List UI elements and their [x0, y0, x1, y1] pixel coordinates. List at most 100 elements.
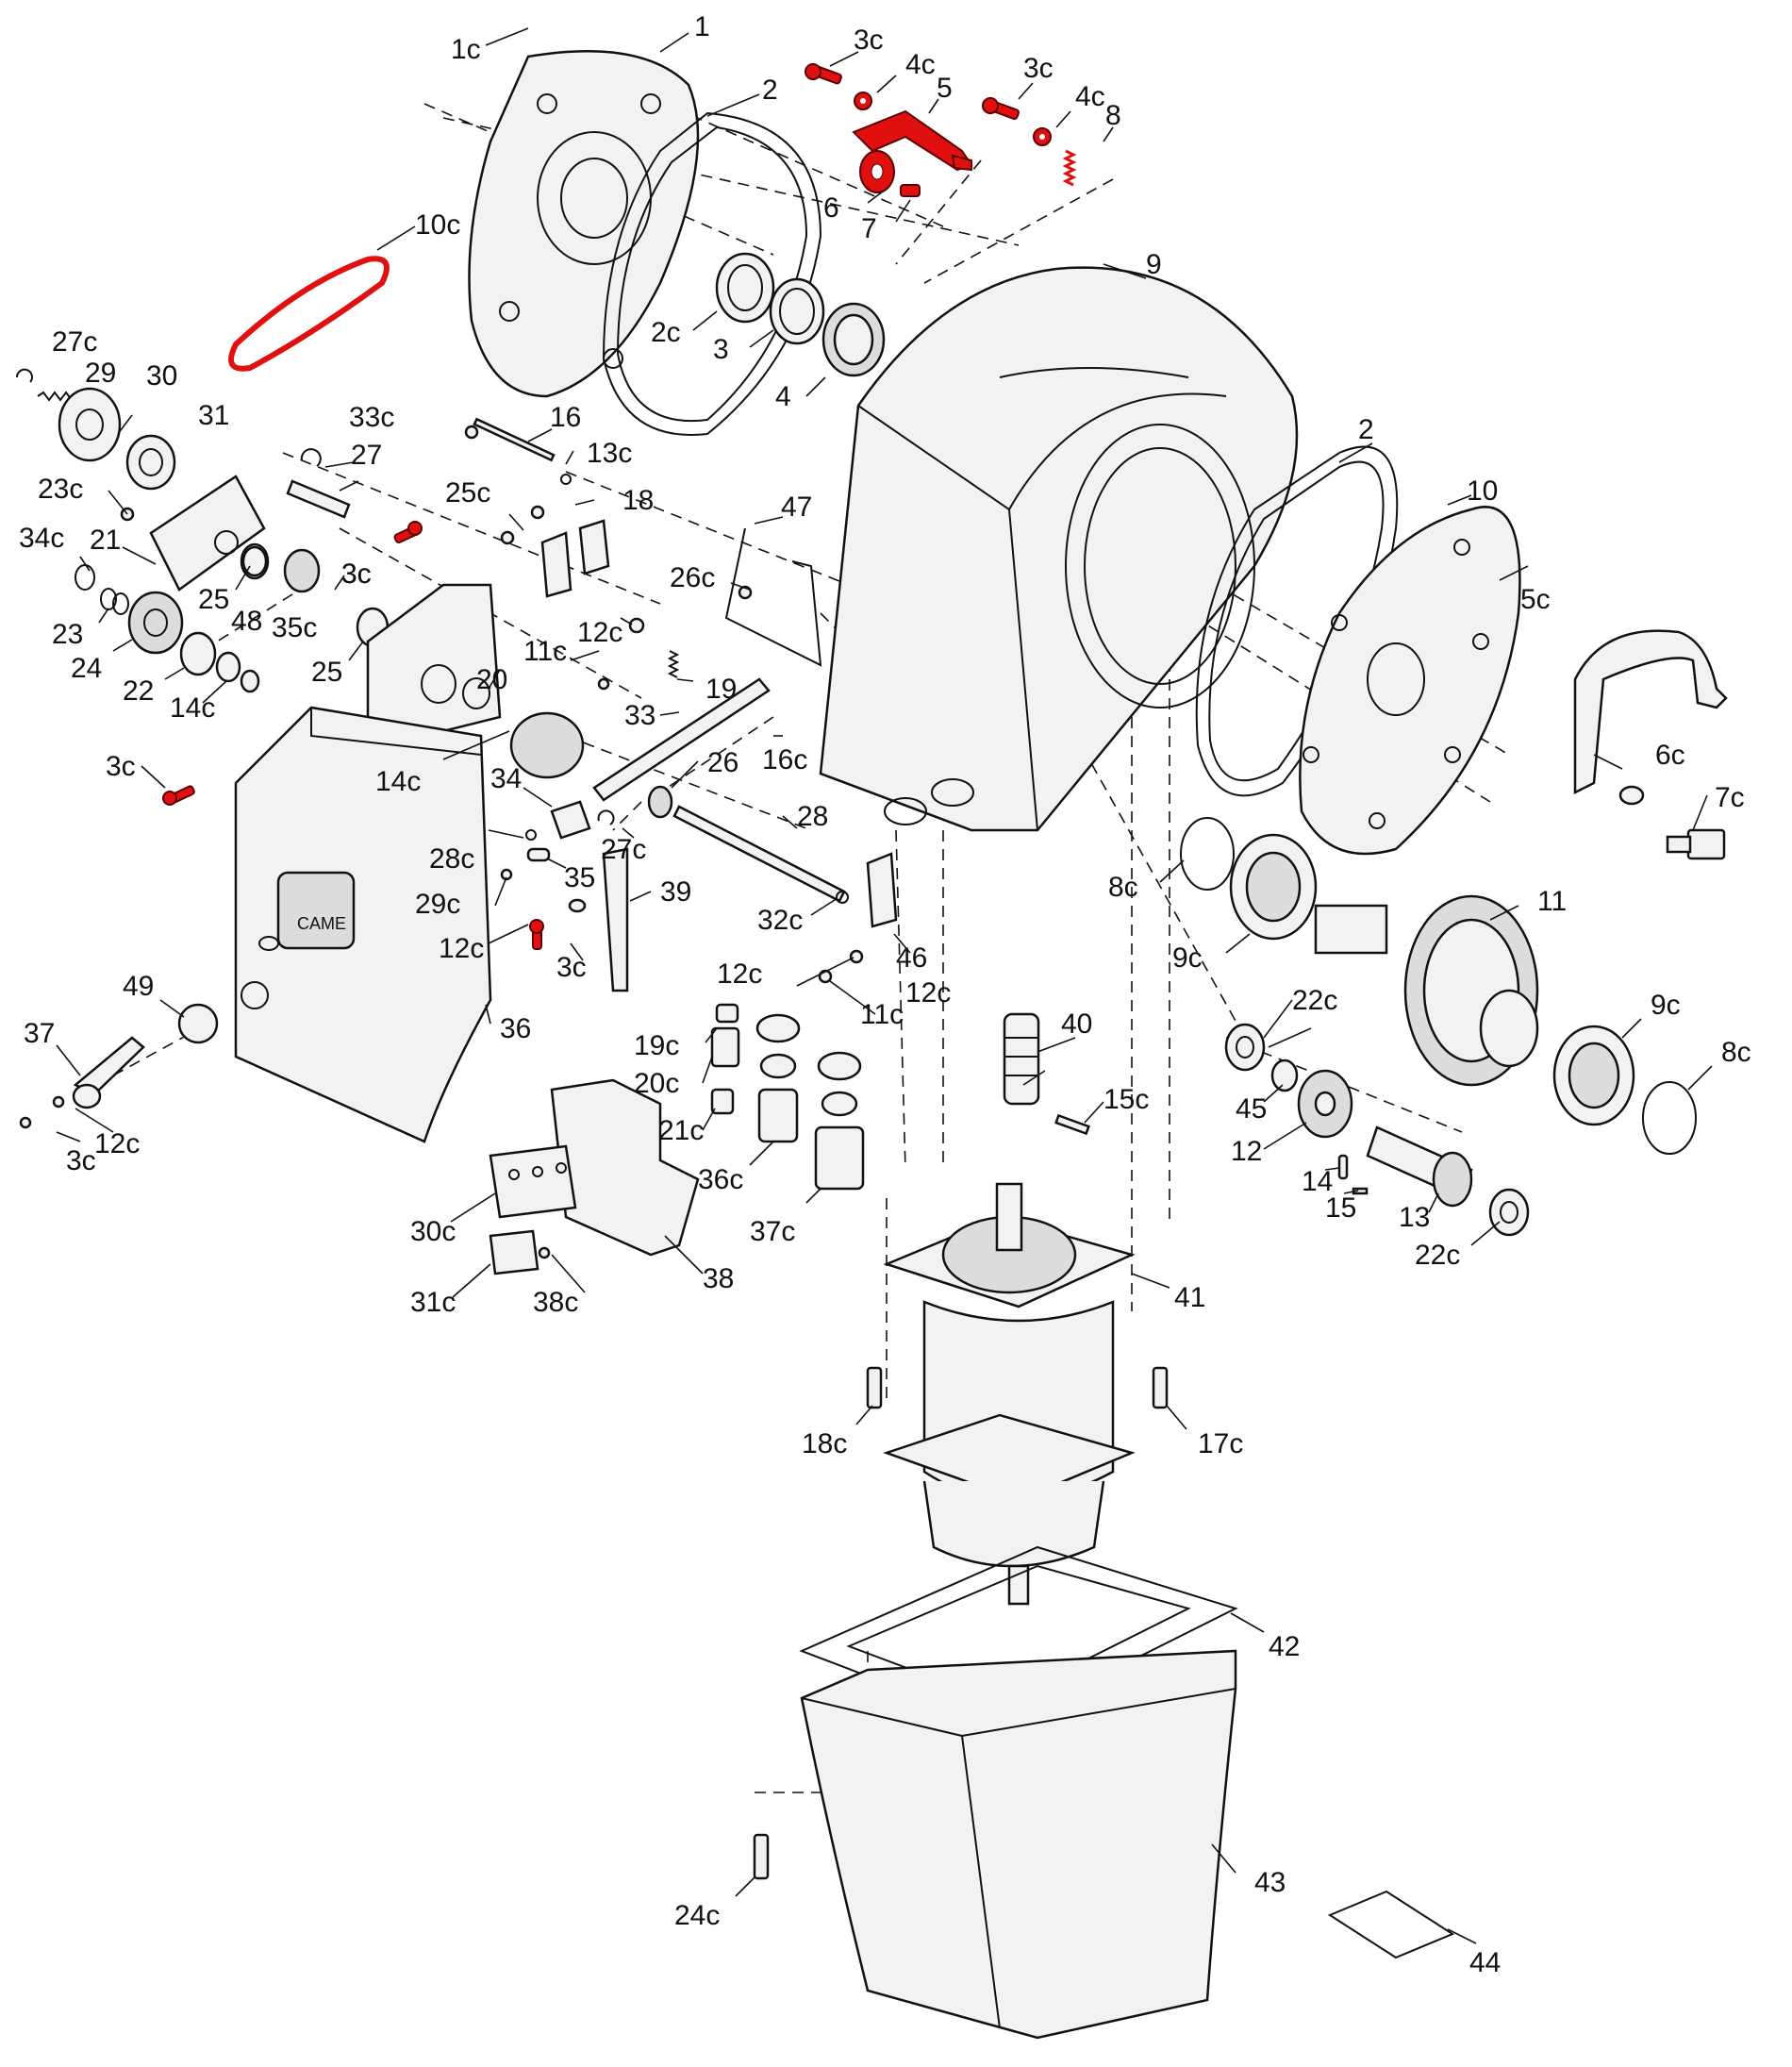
label-5c: 5c — [1520, 584, 1551, 615]
side-cover-plate — [1299, 506, 1521, 856]
label-12: 12 — [1231, 1136, 1262, 1167]
label-23: 23 — [52, 619, 83, 650]
bracket-46 — [866, 852, 898, 928]
bearing-22c-lower — [1488, 1188, 1530, 1237]
bracket-18 — [578, 519, 610, 575]
label-3c-g: 3c — [66, 1145, 96, 1176]
ring-32c — [836, 891, 849, 904]
red-washer-4c-right — [1033, 127, 1052, 146]
coupling-40 — [1003, 1012, 1040, 1106]
gear-35c — [283, 548, 321, 593]
label-3c-e: 3c — [106, 751, 136, 782]
screw-38c — [538, 1246, 551, 1259]
label-23c: 23c — [38, 474, 83, 505]
label-12c-e: 12c — [94, 1128, 140, 1159]
label-49: 49 — [123, 971, 154, 1002]
gear-26 — [647, 785, 673, 819]
label-9: 9 — [1146, 249, 1162, 280]
label-14c-a: 14c — [170, 692, 215, 724]
pin-16 — [464, 417, 556, 462]
label-14c-b: 14c — [375, 766, 421, 797]
pin-35 — [526, 847, 551, 862]
label-31c: 31c — [410, 1287, 456, 1318]
label-37: 37 — [24, 1018, 55, 1049]
bushing-31 — [125, 434, 176, 491]
ring-spacer — [769, 277, 825, 345]
screw-3c-bottom-left — [19, 1116, 32, 1129]
label-21c: 21c — [658, 1115, 704, 1146]
lever-34 — [550, 800, 591, 840]
label-19c: 19c — [634, 1030, 679, 1061]
base-column-43 — [800, 1649, 1237, 2040]
o-ring-8c-right — [1642, 1081, 1697, 1155]
limit-lever-39 — [602, 847, 629, 992]
ring-28c — [525, 829, 537, 841]
springs-23 — [100, 588, 129, 615]
shaft-27 — [286, 479, 351, 519]
washer-6c — [1618, 785, 1645, 806]
label-25-a: 25 — [198, 584, 229, 615]
ring-13c — [560, 474, 572, 485]
terminal-bracket-38 — [550, 1078, 700, 1257]
label-16: 16 — [550, 402, 581, 433]
label-12c-c: 12c — [717, 958, 762, 990]
label-35c: 35c — [272, 612, 317, 643]
gland-19c — [715, 1003, 739, 1024]
label-31: 31 — [198, 400, 229, 431]
label-10: 10 — [1467, 475, 1498, 507]
red-screw-3c-mid — [393, 521, 423, 544]
spring-29 — [37, 391, 73, 402]
label-20c: 20c — [634, 1068, 679, 1099]
bracket-17 — [540, 531, 572, 598]
red-belt-10c — [228, 256, 390, 372]
label-3c-d: 3c — [341, 558, 372, 590]
label-36: 36 — [500, 1013, 531, 1044]
label-24: 24 — [71, 653, 102, 684]
label-25c: 25c — [445, 477, 490, 508]
label-39: 39 — [660, 876, 691, 908]
motor-41 — [883, 1182, 1136, 1606]
red-screw-3c-top-left — [805, 63, 842, 85]
label-38: 38 — [703, 1263, 734, 1294]
label-30: 30 — [146, 360, 177, 392]
gland-21c — [710, 1088, 735, 1115]
circlip-27c-mid — [597, 809, 615, 825]
nut-12c-lower — [849, 949, 864, 964]
bearing-9c-left — [1229, 833, 1318, 941]
gearbox-20 — [366, 583, 502, 738]
label-26c: 26c — [670, 562, 715, 593]
label-4c-a: 4c — [905, 49, 936, 80]
label-8c-a: 8c — [1108, 872, 1138, 903]
label-27-a: 27 — [351, 440, 382, 471]
label-13: 13 — [1399, 1202, 1430, 1233]
label-3c-b: 3c — [1023, 53, 1054, 84]
label-11c-a: 11c — [523, 636, 567, 667]
label-33: 33 — [624, 700, 655, 731]
main-housing — [819, 266, 1299, 832]
label-29c: 29c — [415, 889, 460, 920]
terminal-block-30c — [489, 1144, 577, 1219]
red-pulley-6 — [859, 150, 895, 193]
cam-30 — [58, 387, 122, 462]
key-14 — [1337, 1154, 1349, 1180]
label-9c-a: 9c — [1172, 942, 1203, 974]
label-40: 40 — [1061, 1008, 1092, 1040]
spring-19 — [667, 650, 680, 678]
label-18c: 18c — [802, 1428, 847, 1459]
screw-11c — [597, 677, 610, 691]
label-8c-b: 8c — [1721, 1037, 1751, 1068]
encoder-14c — [509, 711, 585, 779]
label-35: 35 — [564, 862, 595, 893]
bolt-7c — [1666, 828, 1726, 860]
label-22c-a: 22c — [1292, 985, 1337, 1016]
label-3c-a: 3c — [854, 25, 884, 56]
gasket-upper — [602, 111, 822, 436]
label-45: 45 — [1236, 1093, 1267, 1125]
clamp-bracket — [1573, 629, 1728, 795]
label-33c: 33c — [349, 402, 394, 433]
label-7: 7 — [861, 213, 877, 244]
nut-12c — [628, 617, 645, 634]
label-21: 21 — [90, 525, 121, 556]
threaded-rod-28 — [672, 805, 846, 903]
output-shaft-gear — [1314, 894, 1539, 1087]
